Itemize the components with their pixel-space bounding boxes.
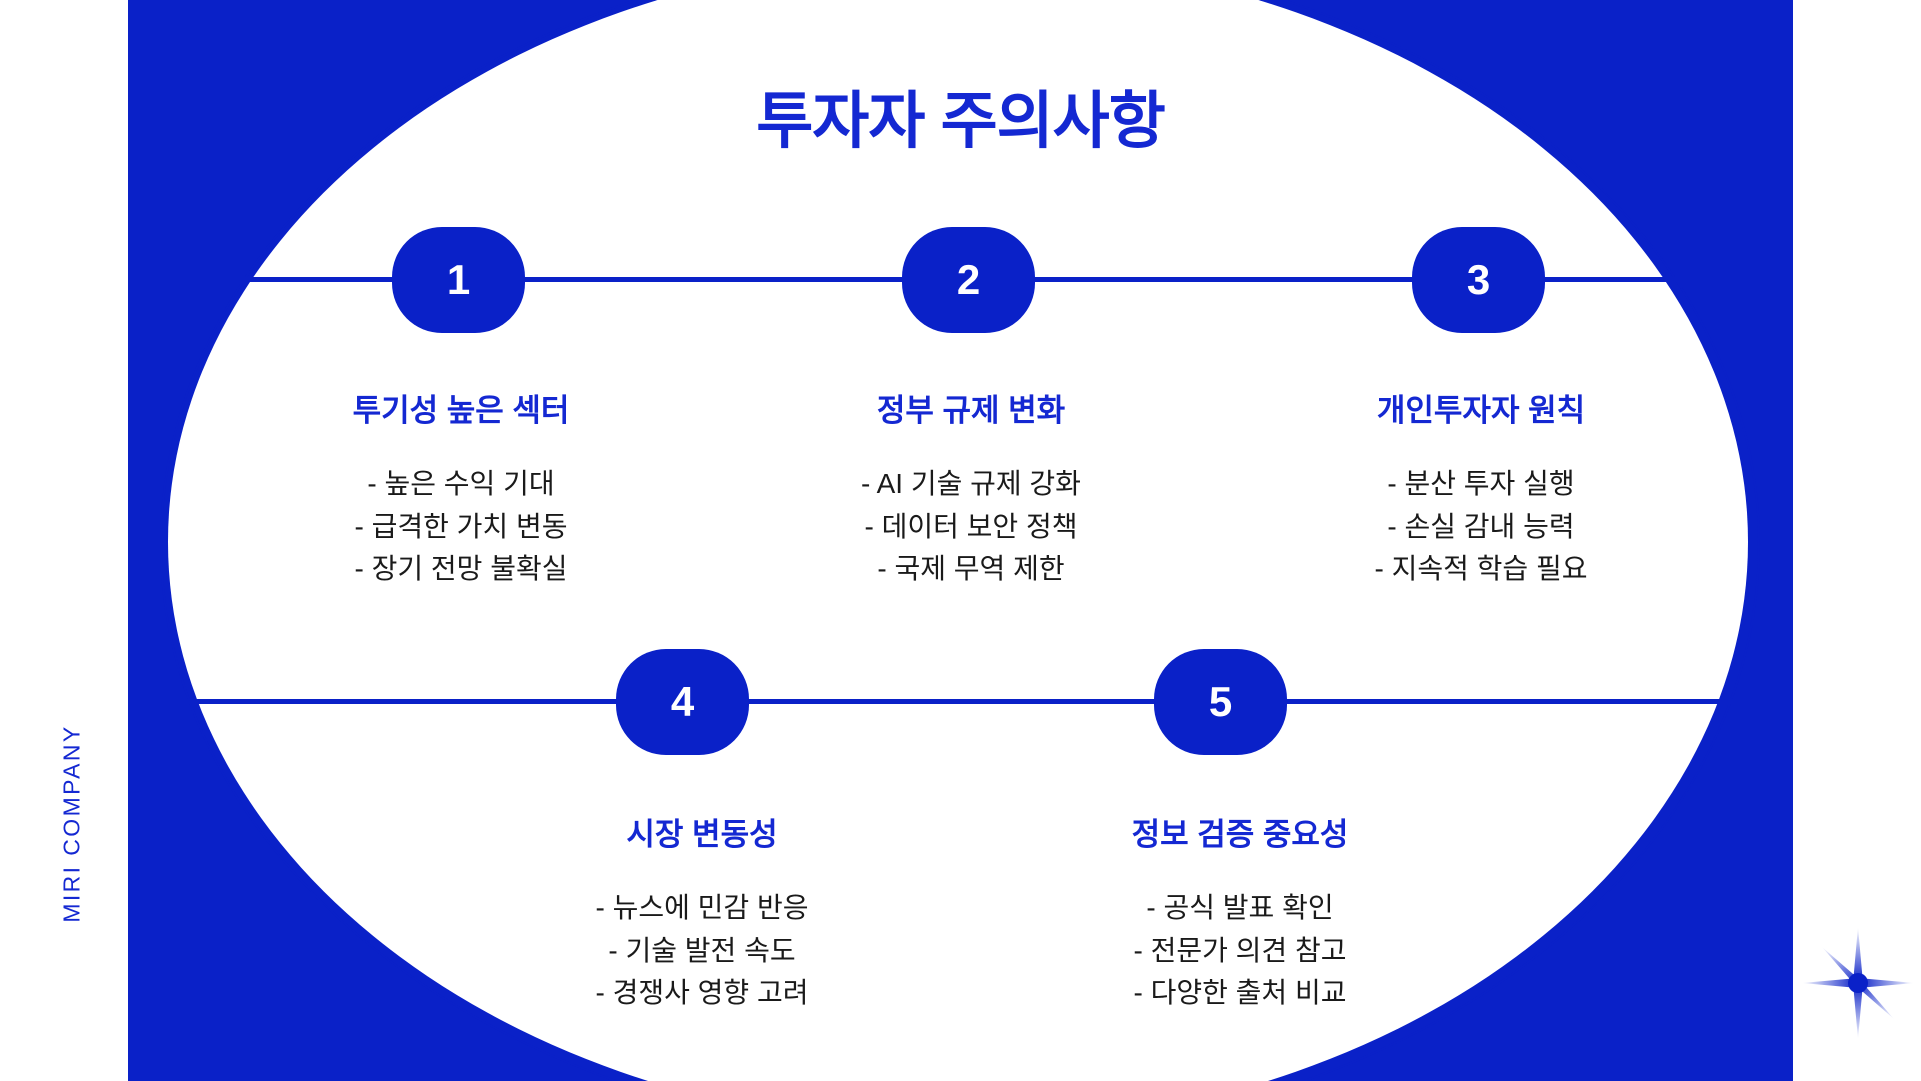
bullet-item: - 다양한 출처 비교: [1133, 977, 1347, 1009]
content-block-1: 투기성 높은 섹터 - 높은 수익 기대 - 급격한 가치 변동 - 장기 전망…: [296, 392, 626, 591]
timeline-node-2[interactable]: 2: [902, 227, 1035, 333]
bullet-item: - 급격한 가치 변동: [354, 510, 568, 542]
block-heading: 정부 규제 변화: [876, 393, 1066, 428]
bullet-item: - 전문가 의견 참고: [1133, 934, 1347, 966]
timeline-node-1[interactable]: 1: [392, 227, 525, 333]
sparkle-star-icon: [1800, 925, 1916, 1041]
bullet-item: - 장기 전망 불확실: [354, 553, 568, 585]
bullet-item: - AI 기술 규제 강화: [861, 468, 1081, 500]
timeline-node-5[interactable]: 5: [1154, 649, 1287, 755]
bullet-item: - 뉴스에 민감 반응: [595, 892, 809, 924]
timeline-node-4[interactable]: 4: [616, 649, 749, 755]
content-block-3: 개인투자자 원칙 - 분산 투자 실행 - 손실 감내 능력 - 지속적 학습 …: [1316, 392, 1646, 591]
content-block-5: 정보 검증 중요성 - 공식 발표 확인 - 전문가 의견 참고 - 다양한 출…: [1075, 816, 1405, 1015]
block-heading: 시장 변동성: [626, 817, 778, 852]
timeline-row-top: 1 2 3: [182, 227, 1759, 333]
bullet-item: - 지속적 학습 필요: [1374, 553, 1588, 585]
brand-label: MIRI COMPANY: [58, 724, 85, 923]
timeline-connector-line: [165, 699, 1765, 704]
content-block-2: 정부 규제 변화 - AI 기술 규제 강화 - 데이터 보안 정책 - 국제 …: [806, 392, 1136, 591]
bullet-item: - 경쟁사 영향 고려: [595, 977, 809, 1009]
timeline-node-3[interactable]: 3: [1412, 227, 1545, 333]
block-heading: 투기성 높은 섹터: [352, 393, 570, 428]
block-heading: 개인투자자 원칙: [1376, 393, 1586, 428]
page-title: 투자자 주의사항: [756, 87, 1166, 156]
content-block-4: 시장 변동성 - 뉴스에 민감 반응 - 기술 발전 속도 - 경쟁사 영향 고…: [537, 816, 867, 1015]
bullet-item: - 기술 발전 속도: [608, 934, 796, 966]
bullet-item: - 국제 무역 제한: [877, 553, 1065, 585]
block-heading: 정보 검증 중요성: [1131, 817, 1349, 852]
bullet-item: - 손실 감내 능력: [1387, 510, 1575, 542]
ellipse-outline-accent: [160, 0, 1760, 1081]
bullet-item: - 분산 투자 실행: [1387, 468, 1575, 500]
bullet-item: - 높은 수익 기대: [367, 468, 555, 500]
bullet-item: - 공식 발표 확인: [1146, 892, 1334, 924]
bullet-item: - 데이터 보안 정책: [864, 510, 1078, 542]
timeline-row-bottom: 4 5: [165, 649, 1765, 755]
